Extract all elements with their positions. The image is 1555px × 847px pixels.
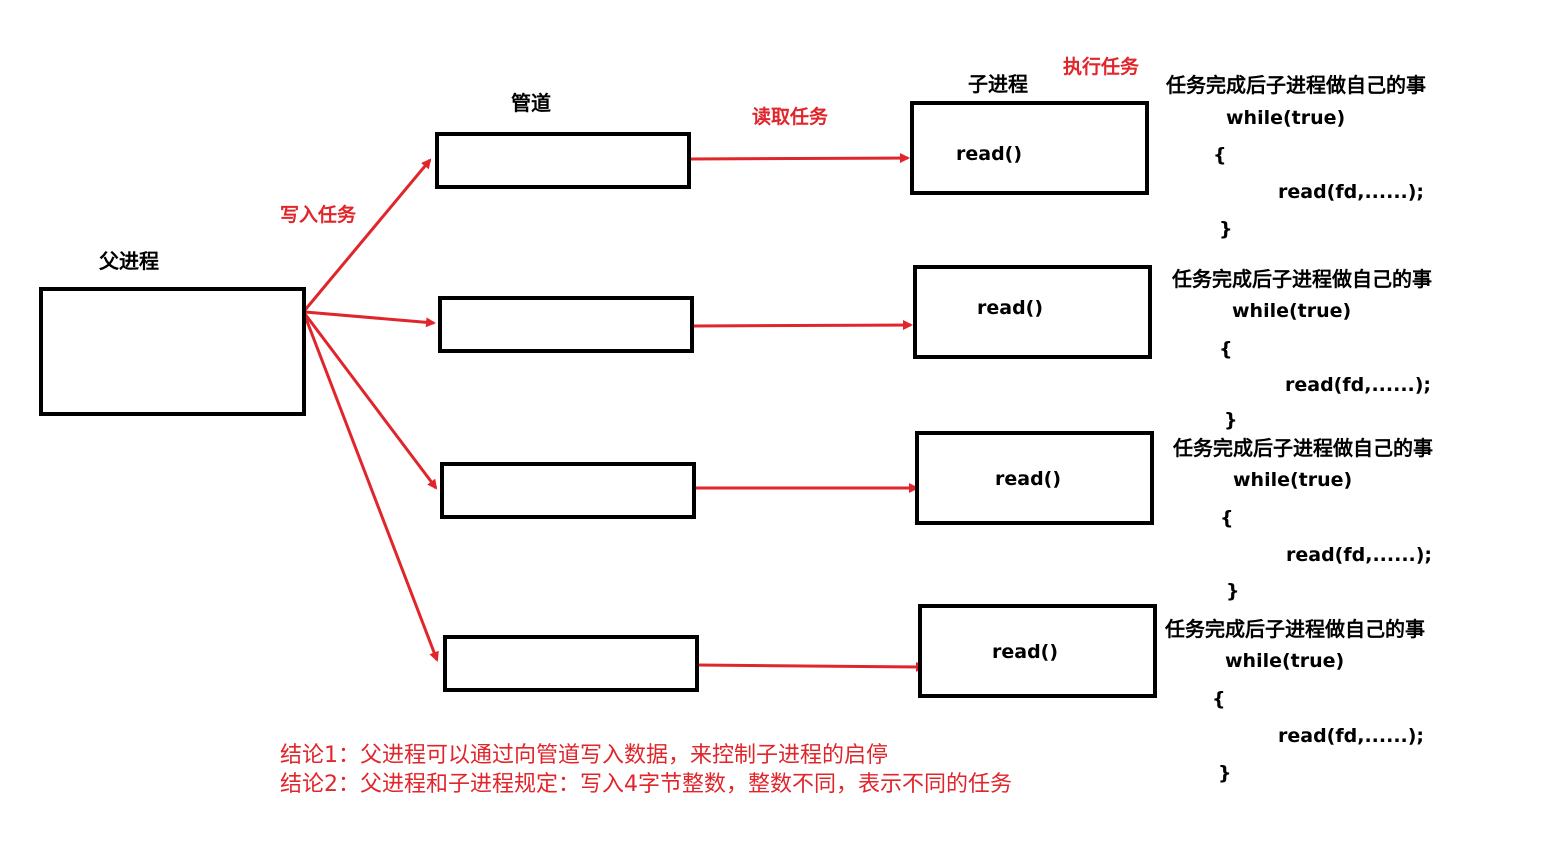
code-close-brace-4: }	[1218, 762, 1232, 784]
code-open-brace-2: {	[1219, 338, 1233, 360]
child-note-3: 任务完成后子进程做自己的事	[1173, 436, 1433, 460]
code-body-3: read(fd,......);	[1286, 544, 1433, 566]
conclusion-1: 结论1：父进程可以通过向管道写入数据，来控制子进程的启停	[280, 743, 888, 768]
pipe-label: 管道	[511, 91, 551, 115]
code-loop-2: while(true)	[1232, 300, 1352, 322]
read-task-label: 读取任务	[752, 106, 829, 128]
arrow-parent-to-pipe-2	[304, 310, 436, 328]
child-read-2: read()	[977, 297, 1044, 319]
child-process-box-2	[913, 265, 1152, 359]
child-process-box-3	[915, 431, 1154, 525]
code-loop-4: while(true)	[1225, 650, 1345, 672]
arrow-parent-to-pipe-1	[303, 158, 432, 311]
arrow-parent-to-pipe-4	[303, 315, 439, 662]
child-label: 子进程	[968, 72, 1028, 96]
arrow-parent-to-pipe-3	[303, 313, 438, 490]
child-read-4: read()	[992, 641, 1059, 663]
code-close-brace-2: }	[1224, 409, 1238, 431]
code-open-brace-3: {	[1220, 507, 1234, 529]
pipe-box-4	[443, 635, 699, 692]
child-process-box-4	[918, 604, 1157, 698]
child-note-1: 任务完成后子进程做自己的事	[1166, 73, 1426, 97]
exec-task-label: 执行任务	[1063, 56, 1140, 78]
code-open-brace-4: {	[1212, 688, 1226, 710]
child-note-2: 任务完成后子进程做自己的事	[1172, 267, 1432, 291]
write-task-label: 写入任务	[280, 204, 357, 226]
arrow-pipe-1-to-child-1	[689, 153, 910, 164]
pipe-box-1	[435, 132, 691, 189]
child-note-4: 任务完成后子进程做自己的事	[1165, 617, 1425, 641]
pipe-box-3	[440, 462, 696, 519]
pipe-box-2	[438, 296, 694, 353]
code-body-1: read(fd,......);	[1278, 181, 1425, 203]
code-body-4: read(fd,......);	[1278, 725, 1425, 747]
child-read-3: read()	[995, 468, 1062, 490]
code-open-brace-1: {	[1213, 144, 1227, 166]
code-loop-3: while(true)	[1233, 469, 1353, 491]
parent-process-box	[39, 287, 306, 416]
arrow-pipe-2-to-child-2	[692, 320, 913, 331]
child-read-1: read()	[956, 143, 1023, 165]
parent-label: 父进程	[99, 249, 159, 273]
child-process-box-1	[910, 101, 1149, 195]
conclusion-2: 结论2：父进程和子进程规定：写入4字节整数，整数不同，表示不同的任务	[280, 772, 1012, 797]
code-close-brace-1: }	[1219, 218, 1233, 240]
code-loop-1: while(true)	[1226, 107, 1346, 129]
code-close-brace-3: }	[1226, 580, 1240, 602]
arrow-pipe-4-to-child-4	[696, 661, 926, 672]
code-body-2: read(fd,......);	[1285, 374, 1432, 396]
